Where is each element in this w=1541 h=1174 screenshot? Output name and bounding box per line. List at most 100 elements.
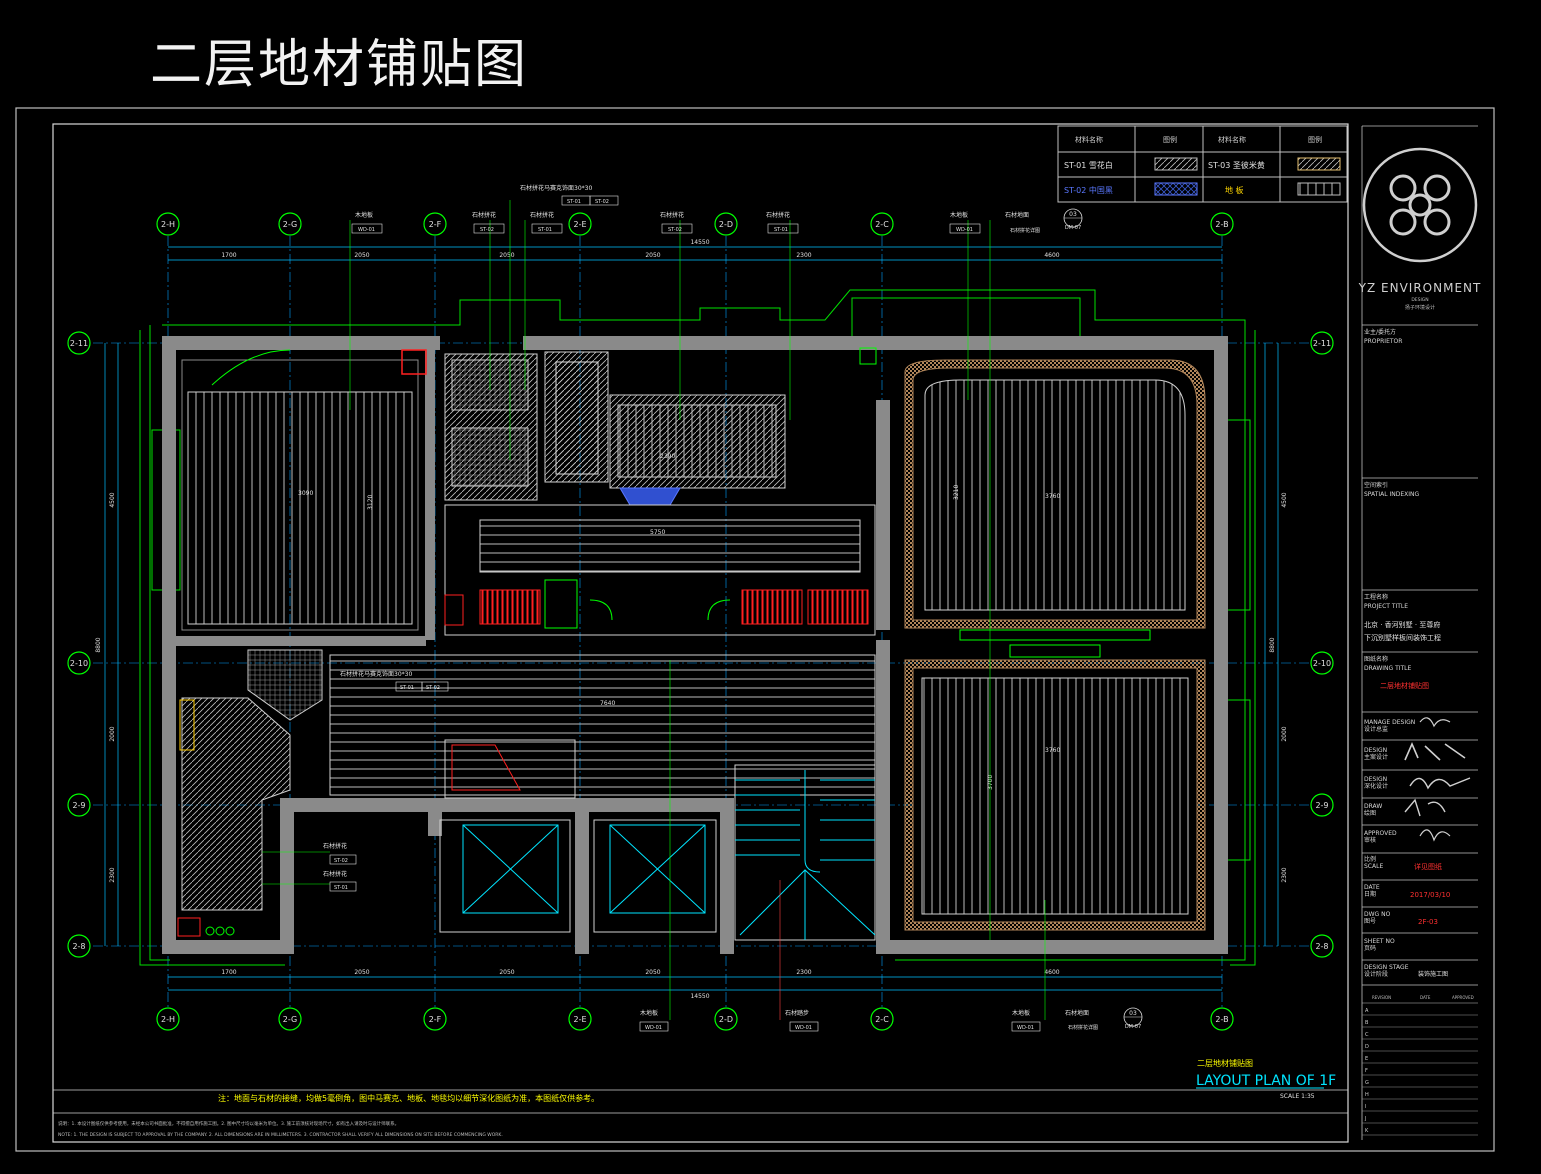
company-cn: 扬子环境设计 [1405,304,1435,311]
company-logo [1362,147,1478,263]
tb-scale-en: SCALE [1364,863,1383,870]
tb-dwg-label: DWG NO [1364,911,1391,918]
axis-bubbles-top: 2-H 2-G 2-F 2-E 2-D 2-C 2-B [156,212,1234,236]
axis-top-label: 2-E [573,220,586,229]
detail-sheet: DM-07 [1065,225,1081,231]
knot-icon [1389,174,1451,236]
corridor-floor: 7640 [329,654,876,796]
tb-date-label: DATE [1364,884,1380,891]
callouts-mid: 石材拼花马赛克饰面30*30 ST-01 ST-02 石材拼花 ST-02 石材… [262,660,1143,1032]
tb-proprietor-label: 业主/委托方 [1364,328,1396,336]
tb-dwg-val: 2F-03 [1418,918,1438,926]
walls [162,336,1228,954]
callout-wd01: WD-01 [645,1025,662,1031]
revision-letter: B [1365,1020,1369,1026]
dim-left: 2000 [109,726,116,741]
tb-stage-label: DESIGN STAGE [1364,964,1409,971]
tb-design-label: DESIGN [1364,747,1387,754]
dim-left: 4500 [109,492,116,507]
axis-bubbles-bottom: 2-H 2-G 2-F 2-E 2-D 2-C 2-B [156,1007,1234,1031]
revision-letter: A [1365,1008,1369,1014]
dim-bottom-total: 14550 [690,993,709,1000]
callout-st02: ST-02 [595,199,609,205]
plan-scale: SCALE 1:35 [1280,1093,1315,1100]
callout-wood-4: 木地板 [1012,1009,1030,1017]
elevators [439,739,717,933]
title-block: YZ ENVIRONMENT DESIGN 扬子环境设计 业主/委托方 PROP… [1358,125,1482,1140]
tb-design2-label: DESIGN [1364,776,1387,783]
legend-st02: ST-02 中国黑 [1064,185,1113,195]
notes: 注：地面与石材的接缝，均做5毫倒角，图中马赛克、地板、地毯均以细节深化图纸为准，… [53,1089,1348,1138]
axis-bottom-label: 2-E [573,1015,586,1024]
revision-letter: I [1365,1104,1366,1110]
tb-stage-cn: 设计阶段 [1364,970,1388,978]
axis-left-label: 2-11 [70,339,88,348]
note-fine-en: NOTE: 1. THE DESIGN IS SUBJECT TO APPROV… [58,1132,503,1138]
plan-title-cn: 二层地材铺贴图 [1197,1058,1253,1068]
tb-scale-val: 详见图纸 [1414,862,1442,871]
legend-swatch-floor [1297,182,1341,196]
tb-project-label: 工程名称 [1364,593,1388,601]
axis-bottom-label: 2-B [1215,1015,1228,1024]
axis-left-label: 2-9 [72,801,85,810]
callout-stair: 石材踏步 [785,1009,809,1017]
tb-scale-label: 比例 [1364,855,1376,863]
sheet-outer-frame [15,107,1495,1152]
tb-proprietor-en: PROPRIETOR [1364,338,1402,345]
axis-top-label: 2-G [283,220,297,229]
room-1-dim-v: 3120 [367,495,374,510]
detail-ref-2: 03 [1129,1010,1137,1017]
detail-sheet-2: DM-07 [1125,1024,1141,1030]
legend-st03: ST-03 圣彼米黄 [1208,160,1265,170]
dim-bottom: 2050 [354,969,369,976]
legend-swatch-st01 [1154,157,1198,171]
signature-draw [1404,798,1446,817]
signature-design [1404,741,1466,761]
tb-project-line2: 下沉别墅样板间装饰工程 [1364,633,1441,642]
callout-stone-b: 石材拼花 [530,211,554,219]
revision-letter: J [1364,1116,1366,1122]
page-title: 二层地材铺贴图 [150,35,529,95]
dim-top: 2300 [796,252,811,259]
callout-lower-stone-a: 石材拼花 [323,842,347,850]
legend-swatch-st02 [1154,182,1198,196]
callout-detail-note: 石材拼花详图 [1010,227,1040,234]
axis-left-label: 2-8 [72,942,85,951]
bathroom-left-floor [177,649,323,937]
callout-st02: ST-02 [426,685,440,691]
legend-st01: ST-01 雪花白 [1064,160,1113,170]
revision-letter: C [1365,1032,1369,1038]
dim-top: 4600 [1044,252,1059,259]
dim-right: 4500 [1281,492,1288,507]
detail-ref: 03 [1069,211,1077,218]
room-1-floor: 3090 3120 [181,349,427,631]
plan-title: 二层地材铺贴图 LAYOUT PLAN OF 1F SCALE 1:35 [1196,1058,1336,1100]
drawing-frame [52,123,1349,1143]
tb-date-val: 2017/03/10 [1410,891,1450,899]
room-right-bottom-dim: 3760 [1045,747,1060,754]
stair-hall-floor: 5750 [444,504,876,636]
room-right-bottom-dim-v: 3700 [987,775,994,790]
callout-stone-c: 石材拼花 [660,211,684,219]
tb-rev-col1: REVISION [1372,995,1391,1000]
tb-rev-col3: APPROVED [1452,995,1474,1000]
tb-stage-val: 装饰施工图 [1418,970,1448,978]
axis-bottom-label: 2-C [875,1015,889,1024]
stair-down [734,764,876,941]
axis-right-label: 2-10 [1313,659,1331,668]
callout-st02: ST-02 [668,227,682,233]
tb-manage-label: MANAGE DESIGN [1364,719,1415,726]
callout-stone-detail-2: 石材地面 [1065,1009,1089,1017]
tb-drawing-label: 图纸名称 [1364,655,1388,663]
legend-header-material: 材料名称 [1075,135,1103,144]
tb-drawing-title: 二层地材铺贴图 [1380,681,1429,690]
dim-top: 2050 [645,252,660,259]
corridor-dim: 7640 [600,700,615,707]
tb-approved-cn: 审核 [1364,836,1376,844]
tb-design-cn: 主案设计 [1364,753,1388,761]
company-name: YZ ENVIRONMENT [1358,281,1482,295]
tb-date-cn: 日期 [1364,890,1376,898]
kitchen-area-floor: 2390 [444,347,877,506]
legend-header-pattern: 图例 [1163,135,1177,144]
